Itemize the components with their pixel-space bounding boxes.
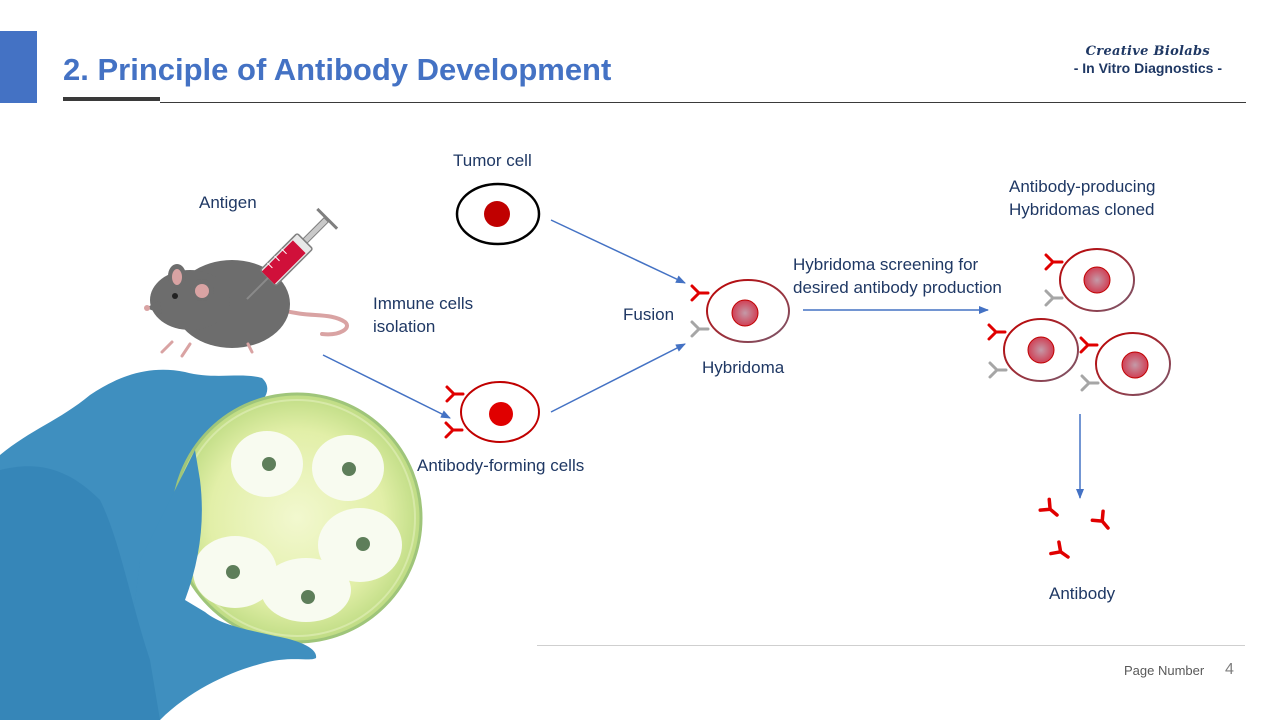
antibody-marker: [445, 385, 465, 403]
label-antibody-forming-cells: Antibody-forming cells: [417, 456, 585, 475]
label-hybridoma: Hybridoma: [702, 358, 785, 377]
syringe-icon: [246, 207, 339, 300]
arrow-tumor-to-hybridoma: [550, 219, 686, 284]
label-immune-cells-line1: Immune cells: [373, 294, 474, 313]
antibody-forming-cell: [444, 381, 540, 443]
label-immune-cells-line2: isolation: [373, 317, 436, 336]
title-underline: [160, 102, 1246, 103]
label-screening-line2: desired antibody production: [793, 278, 1002, 297]
label-screening-line1: Hybridoma screening for: [793, 255, 979, 274]
logo-brand: Creative Biolabs: [1085, 44, 1211, 59]
cloned-hybridoma: [1044, 248, 1135, 312]
label-cloned-line1: Antibody-producing: [1009, 177, 1156, 196]
mouse-illustration: [144, 260, 349, 358]
label-tumor-cell: Tumor cell: [453, 151, 532, 170]
antibody-marker: [444, 421, 464, 439]
gloved-hand-petri-dish: [0, 369, 423, 720]
footer-rule: [537, 645, 1245, 646]
antibody-marker: [690, 284, 710, 302]
company-logo: Creative Biolabs - In Vitro Diagnostics …: [1073, 44, 1222, 76]
page-title: 2. Principle of Antibody Development: [63, 52, 612, 87]
tumor-cell: [455, 182, 541, 246]
free-antibodies: [1038, 497, 1110, 559]
label-fusion: Fusion: [623, 305, 675, 324]
arrow-mouse-to-immune-cells: [322, 354, 451, 419]
cloned-hybridoma: [1079, 332, 1171, 396]
hybridoma-cell: [690, 279, 790, 343]
label-cloned-line2: Hybridomas cloned: [1009, 200, 1155, 219]
cloned-hybridoma: [987, 318, 1079, 382]
footer-page-label: Page Number: [1124, 663, 1205, 678]
page-number: 4: [1225, 661, 1234, 678]
label-antigen: Antigen: [199, 193, 257, 212]
arrow-immune-to-hybridoma: [550, 343, 686, 413]
title-underline-thick: [63, 97, 160, 101]
logo-subtitle: - In Vitro Diagnostics -: [1073, 59, 1222, 76]
label-antibody: Antibody: [1049, 584, 1116, 603]
antibody-marker-gray: [690, 320, 710, 338]
title-accent-bar: [0, 31, 37, 103]
